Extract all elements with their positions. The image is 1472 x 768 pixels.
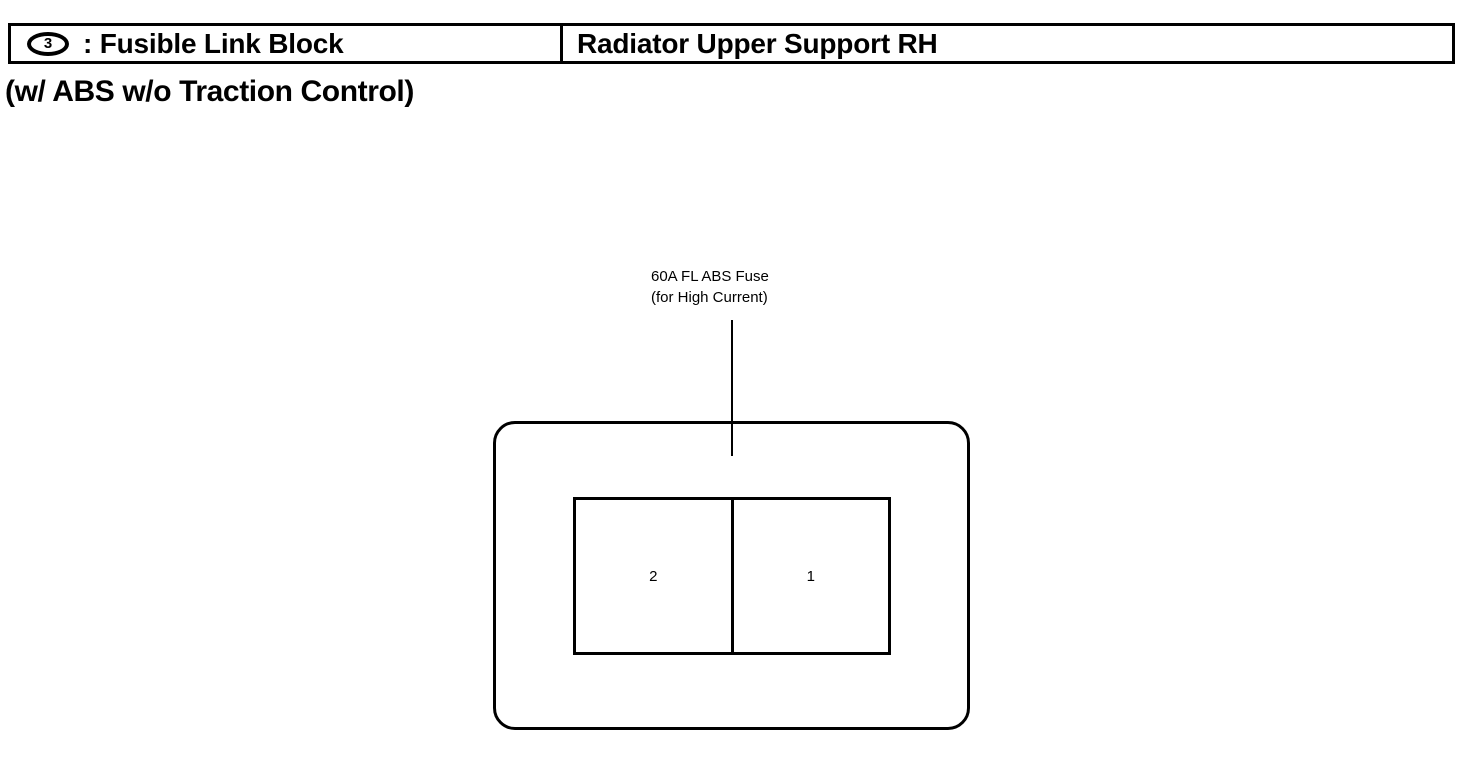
header-bar: 3 : Fusible Link Block Radiator Upper Su… bbox=[8, 23, 1455, 64]
fusible-link-block-outline bbox=[493, 421, 970, 730]
subtitle-applicability: (w/ ABS w/o Traction Control) bbox=[5, 75, 414, 108]
page-title: Fusible Link Block bbox=[99, 27, 344, 59]
fuse-slot-grid: 2 1 bbox=[573, 497, 891, 655]
header-cell-location: Radiator Upper Support RH bbox=[563, 26, 1452, 61]
fuse-callout-line-2: (for High Current) bbox=[651, 289, 768, 306]
reference-number-badge: 3 bbox=[27, 31, 69, 56]
header-cell-component: 3 : Fusible Link Block bbox=[11, 26, 563, 61]
header-title-group: : Fusible Link Block bbox=[83, 27, 344, 59]
callout-leader-line bbox=[731, 320, 733, 456]
fuse-callout-line-1: 60A FL ABS Fuse bbox=[651, 268, 769, 285]
component-location: Radiator Upper Support RH bbox=[577, 27, 938, 59]
fuse-slot-2: 2 bbox=[649, 567, 658, 585]
fuse-callout-label: 60A FL ABS Fuse (for High Current) bbox=[651, 266, 769, 308]
header-separator-colon: : bbox=[83, 27, 93, 59]
fuse-slot-1: 1 bbox=[730, 500, 889, 652]
